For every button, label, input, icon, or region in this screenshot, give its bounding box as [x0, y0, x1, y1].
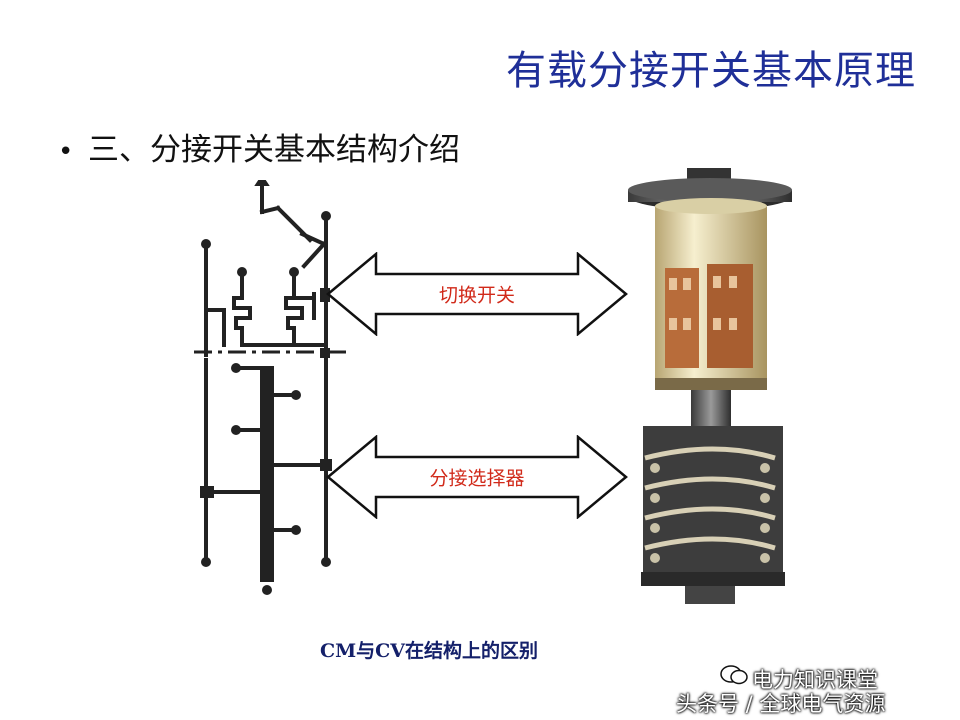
- tap-selector-label: 分接选择器: [429, 467, 525, 490]
- watermark-source: 头条号 / 全球电气资源: [676, 692, 886, 716]
- tap-changer-device-image: [628, 168, 792, 604]
- figure-caption: CM与CV在结构上的区别: [320, 640, 539, 662]
- diverter-switch-arrow: [326, 252, 628, 336]
- diverter-switch-label: 切换开关: [438, 284, 516, 307]
- bullet-text: 三、分接开关基本结构介绍: [88, 132, 460, 168]
- bullet-item: • 三、分接开关基本结构介绍: [58, 124, 460, 169]
- tap-selector-arrow: [326, 435, 628, 519]
- slide-title: 有载分接开关基本原理: [506, 48, 916, 94]
- tap-changer-schematic: [194, 180, 346, 595]
- bullet-marker: •: [58, 137, 74, 167]
- wechat-icon: [720, 665, 748, 685]
- watermark-account: 电力知识课堂: [752, 668, 878, 692]
